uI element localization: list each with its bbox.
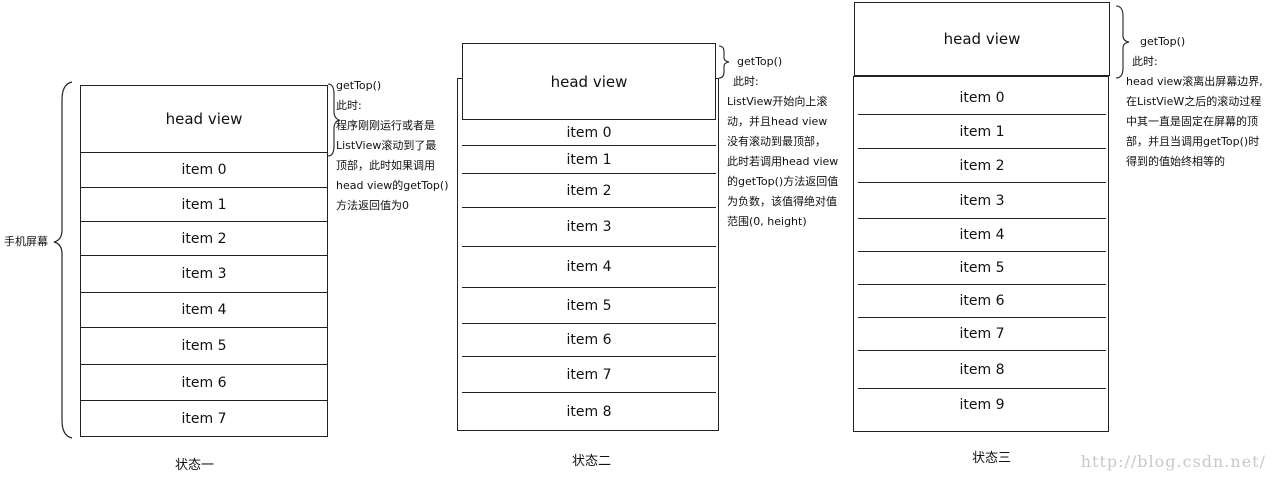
state1-item-0: item 0 [80,153,328,188]
state3-item-5: item 5 [858,252,1106,285]
state3-screen-frame [853,76,1109,432]
screen-brace-icon [53,81,73,439]
screen-label: 手机屏幕 [4,235,48,248]
state3-note: getTop() 此时: head view滚离出屏幕边界, 在ListVieW… [1126,32,1276,172]
state2-note-line-1: 此时: [733,75,759,88]
state1-note-line-1: 此时: [336,99,362,112]
state1-note-line-4: 顶部，此时如果调用 [336,159,435,172]
state3-item-7: item 7 [858,318,1106,351]
state2-item-8: item 8 [566,403,612,420]
state3-item-1: item 1 [858,115,1106,149]
state3-head-view: head view [854,2,1110,76]
state2-label: 状态二 [572,454,612,469]
state2-item-7: item 7 [462,357,716,393]
state3-item-2: item 2 [858,149,1106,183]
state3-item-3: item 3 [858,183,1106,219]
state2-note-line-6: 的getTop()方法返回值 [727,175,839,188]
state2-item-5: item 5 [462,288,716,324]
state2-note-line-2: ListView开始向上滚 [727,95,828,108]
state1-item-6: item 6 [80,365,328,401]
state1-item-2: item 2 [80,222,328,256]
state1-note-line-5: head view的getTop() [336,179,449,192]
state2-item-0: item 0 [462,120,716,146]
state3-item-4: item 4 [858,219,1106,252]
state1-item-5: item 5 [80,328,328,365]
state1-note-line-3: ListView滚动到了最 [336,139,437,152]
state2-note-line-3: 动，并且head view [727,115,828,128]
state2-note-line-4: 没有滚动到最顶部， [727,135,826,148]
state3-note-line-5: 部，并且当调用getTop()时 [1126,135,1260,148]
state1-item-1: item 1 [80,188,328,222]
state2-note-line-8: 范围(0, height) [727,215,807,228]
state1-note-line-0: getTop() [336,79,382,92]
state3-note-line-2: head view滚离出屏幕边界, [1126,75,1263,88]
state1-head-brace-icon [327,83,341,157]
state1-note: getTop() 此时: 程序刚刚运行或者是 ListView滚动到了最 顶部，… [336,76,451,216]
state3-item-9: item 9 [959,397,1005,413]
state3-note-line-1: 此时: [1132,55,1158,68]
state3-note-line-0: getTop() [1140,35,1186,48]
state1-item-3: item 3 [80,256,328,293]
state2-note: getTop() 此时: ListView开始向上滚 动，并且head view… [727,52,855,232]
state1-note-line-2: 程序刚刚运行或者是 [336,119,435,132]
state2-note-line-7: 为负数，该值得绝对值 [727,195,837,208]
state1-label: 状态一 [175,458,215,473]
state3-note-line-4: 中其一直是固定在屏幕的顶 [1126,115,1258,128]
state2-item-4: item 4 [462,247,716,288]
state3-item-0: item 0 [858,82,1106,115]
state3-label: 状态三 [972,451,1012,466]
state1-note-line-6: 方法返回值为0 [336,199,409,212]
state2-item-2: item 2 [462,174,716,208]
state3-item-8: item 8 [858,351,1106,389]
state1-head-view: head view [80,85,328,153]
state3-note-line-6: 得到的值始终相等的 [1126,155,1225,168]
state3-item-6: item 6 [858,285,1106,318]
state3-head-brace-icon [1115,5,1130,79]
state2-item-1: item 1 [462,146,716,174]
state1-item-7: item 7 [181,411,227,427]
watermark: http://blog.csdn.net/ [1080,452,1266,471]
state1-item-4: item 4 [80,293,328,328]
state3-note-line-3: 在ListVieW之后的滚动过程 [1126,95,1262,108]
state2-note-line-5: 此时若调用head view [727,155,839,168]
state2-note-line-0: getTop() [737,55,783,68]
state2-item-3: item 3 [462,208,716,247]
state2-head-brace-icon [718,45,730,79]
state2-item-6: item 6 [462,324,716,357]
state2-head-view: head view [462,43,716,120]
